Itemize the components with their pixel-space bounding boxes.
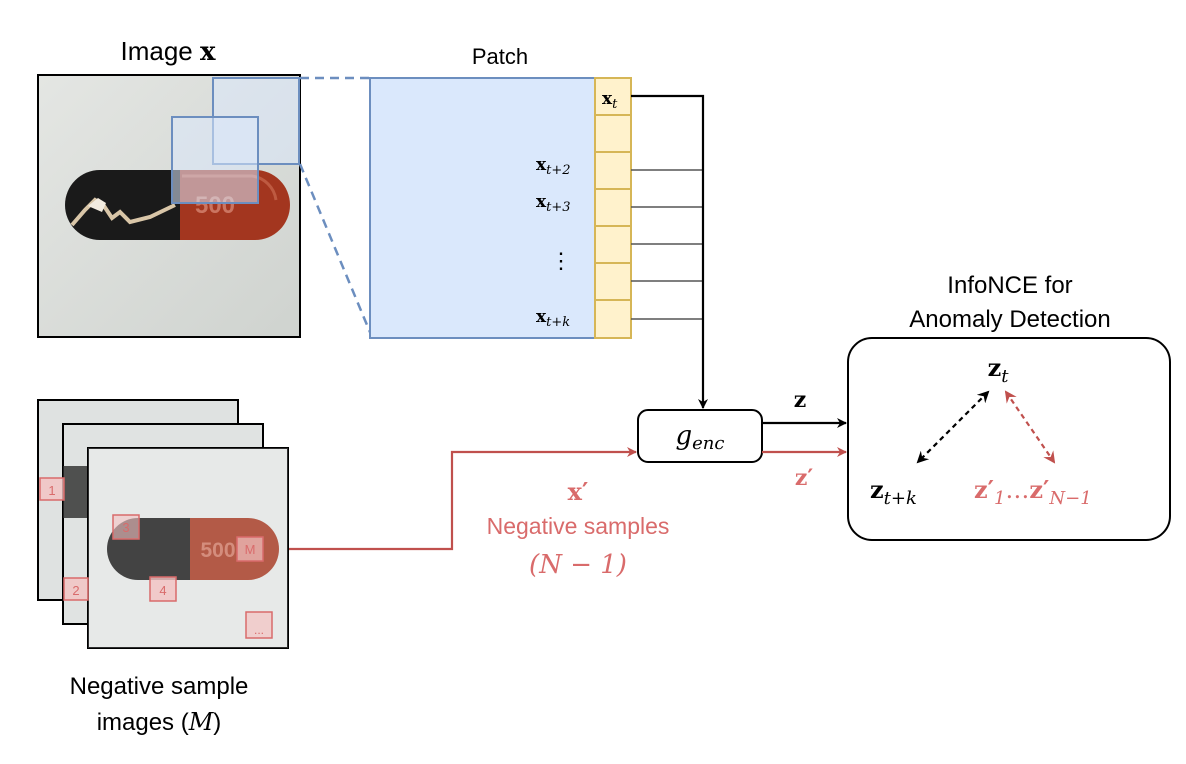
- patch-cell-2: [594, 114, 632, 153]
- svg-text:1: 1: [48, 483, 55, 498]
- negative-samples-label: Negative samples: [487, 513, 670, 539]
- negative-images-caption-line2: images (M): [97, 708, 222, 736]
- patch-cell-7: [594, 299, 632, 339]
- patch-overlay-front: [171, 116, 259, 204]
- sample-marker-3: 3: [112, 514, 140, 540]
- patch-title: Patch: [472, 44, 528, 69]
- arrow-negatives-to-encoder: [262, 447, 637, 551]
- patch-cells: [594, 77, 632, 339]
- negative-capsule-print: 500: [200, 539, 235, 562]
- patch-cell-1: [594, 77, 632, 116]
- label-x-t3: xt+3: [536, 192, 571, 215]
- patch-box: [369, 77, 596, 339]
- infonce-z-tk: zt+k: [870, 475, 917, 509]
- sample-marker-4: 4: [149, 576, 177, 602]
- cell-connectors: [631, 169, 703, 320]
- patch-cell-6: [594, 262, 632, 301]
- infonce-z-negatives: z′1…z′N−1: [974, 475, 1092, 509]
- svg-text:4: 4: [159, 583, 166, 598]
- patch-cell-3: [594, 151, 632, 190]
- infonce-panel: [847, 337, 1171, 541]
- infonce-z-t: zt: [988, 353, 1010, 387]
- encoder-box: [637, 409, 763, 463]
- x-prime-label: x′: [568, 477, 589, 506]
- patch-cell-4: [594, 188, 632, 227]
- label-x-t: xt: [602, 89, 618, 112]
- svg-text:3: 3: [122, 520, 129, 535]
- negative-images-caption-line1: Negative sample: [70, 673, 249, 700]
- main-image: 500: [37, 74, 301, 338]
- sample-marker-dots: ...: [245, 611, 273, 639]
- sample-marker-M: M: [236, 536, 264, 562]
- zoom-line-bottom: [298, 163, 374, 338]
- negative-samples-count: (N − 1): [529, 550, 627, 580]
- label-vdots: ⋮: [550, 249, 572, 274]
- svg-text:...: ...: [254, 623, 264, 637]
- patch-cell-5: [594, 225, 632, 264]
- infonce-title-line1: InfoNCE for: [947, 272, 1072, 299]
- encoder-label: genc: [676, 421, 725, 454]
- z-prime-label: z′: [795, 465, 813, 491]
- negative-image-stack: 500 1 2 3 4 M ...: [37, 399, 289, 649]
- label-x-t2: xt+2: [536, 155, 571, 178]
- label-x-tk: xt+k: [536, 307, 570, 330]
- infonce-positive-arrow: [916, 390, 990, 464]
- image-title: Image x: [120, 36, 216, 67]
- sample-marker-2: 2: [63, 577, 89, 601]
- arrow-patch-to-encoder: [631, 94, 708, 409]
- svg-text:2: 2: [72, 583, 79, 598]
- z-label: z: [794, 387, 807, 413]
- svg-text:M: M: [245, 542, 256, 557]
- sample-marker-1: 1: [39, 477, 65, 501]
- infonce-title-line2: Anomaly Detection: [909, 306, 1110, 333]
